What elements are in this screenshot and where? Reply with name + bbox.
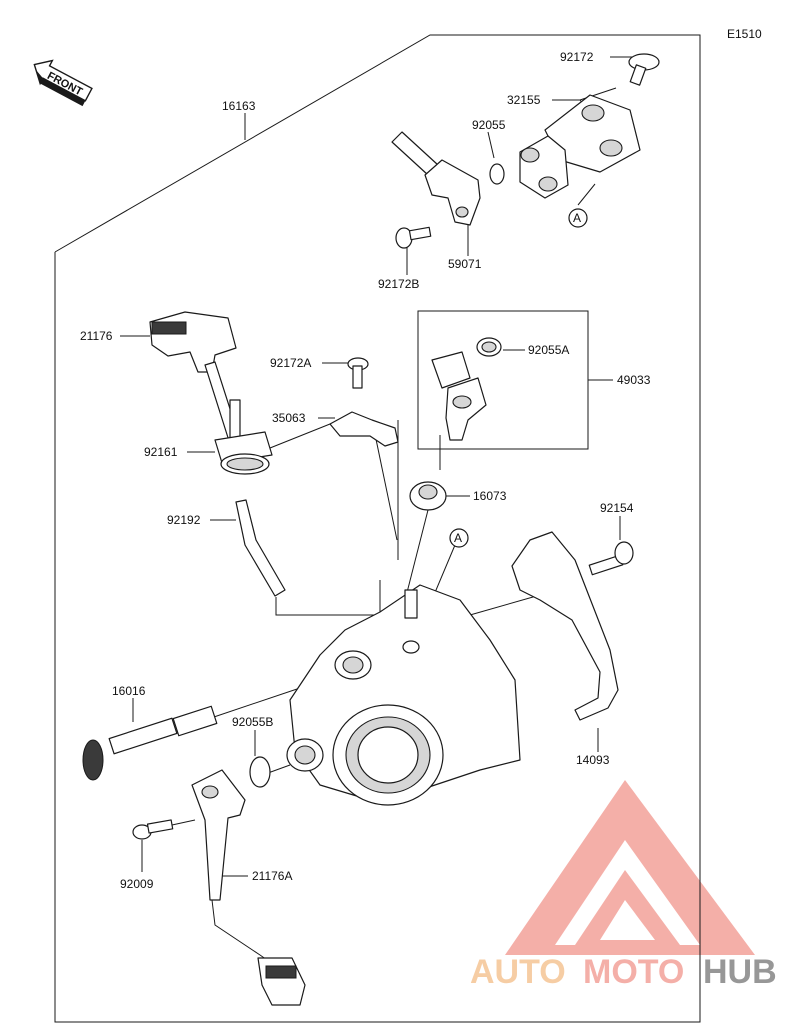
diagram-code: E1510 (727, 27, 762, 41)
screw-92172A (347, 357, 369, 389)
assembly-outline (54, 34, 701, 1023)
label-16073: 16073 (473, 489, 507, 503)
label-92192: 92192 (167, 513, 201, 527)
callout-a-body: A (449, 528, 469, 548)
label-92154: 92154 (600, 501, 634, 515)
label-92055: 92055 (472, 118, 506, 132)
label-14093: 14093 (576, 753, 610, 767)
grommet-16073 (409, 481, 447, 511)
label-92172: 92172 (560, 50, 594, 64)
sensor-box-49033 (417, 310, 589, 450)
sensor-49033 (431, 351, 487, 441)
watermark-text-auto: AUTO (470, 953, 566, 991)
sensor-21176A (191, 769, 306, 1006)
screw-92172 (628, 53, 660, 86)
sensor-59071 (391, 131, 481, 226)
screw-92172B (395, 226, 432, 249)
label-21176A: 21176A (252, 869, 292, 883)
bracket-32155 (519, 94, 641, 199)
callout-a-top-letter: A (573, 211, 581, 225)
oring-92055 (489, 163, 505, 185)
screw-92009 (132, 819, 174, 840)
watermark-text-hub: HUB (703, 953, 777, 991)
label-49033: 49033 (617, 373, 651, 387)
watermark-text-moto: MOTO (583, 953, 684, 991)
callout-a-body-letter: A (454, 531, 462, 545)
oring-92055A-inner (481, 341, 497, 353)
bolt-92154 (588, 541, 634, 576)
sensor-21176 (149, 311, 241, 445)
label-92161: 92161 (144, 445, 178, 459)
label-16163: 16163 (222, 99, 256, 113)
valve-16016 (82, 705, 218, 781)
label-32155: 32155 (507, 93, 541, 107)
watermark-logo: AUTO MOTO HUB (470, 780, 777, 991)
oring-92055B (249, 756, 271, 788)
label-16016: 16016 (112, 684, 146, 698)
cap-92161 (214, 431, 273, 475)
front-arrow-icon: FRONT (33, 59, 93, 107)
plate-35063 (329, 411, 399, 447)
label-92055A: 92055A (528, 343, 569, 357)
label-92055B: 92055B (232, 715, 273, 729)
label-92009: 92009 (120, 877, 154, 891)
label-92172A: 92172A (270, 356, 311, 370)
hose-92192 (235, 499, 286, 597)
cover-14093 (511, 531, 619, 721)
part-labels: 92172 32155 92055 16163 59071 92172B 211… (80, 50, 651, 891)
label-21176: 21176 (80, 329, 113, 343)
label-35063: 35063 (272, 411, 306, 425)
throttle-body (286, 584, 521, 806)
label-59071: 59071 (448, 257, 482, 271)
callout-a-top: A (568, 208, 588, 228)
label-92172B: 92172B (378, 277, 419, 291)
